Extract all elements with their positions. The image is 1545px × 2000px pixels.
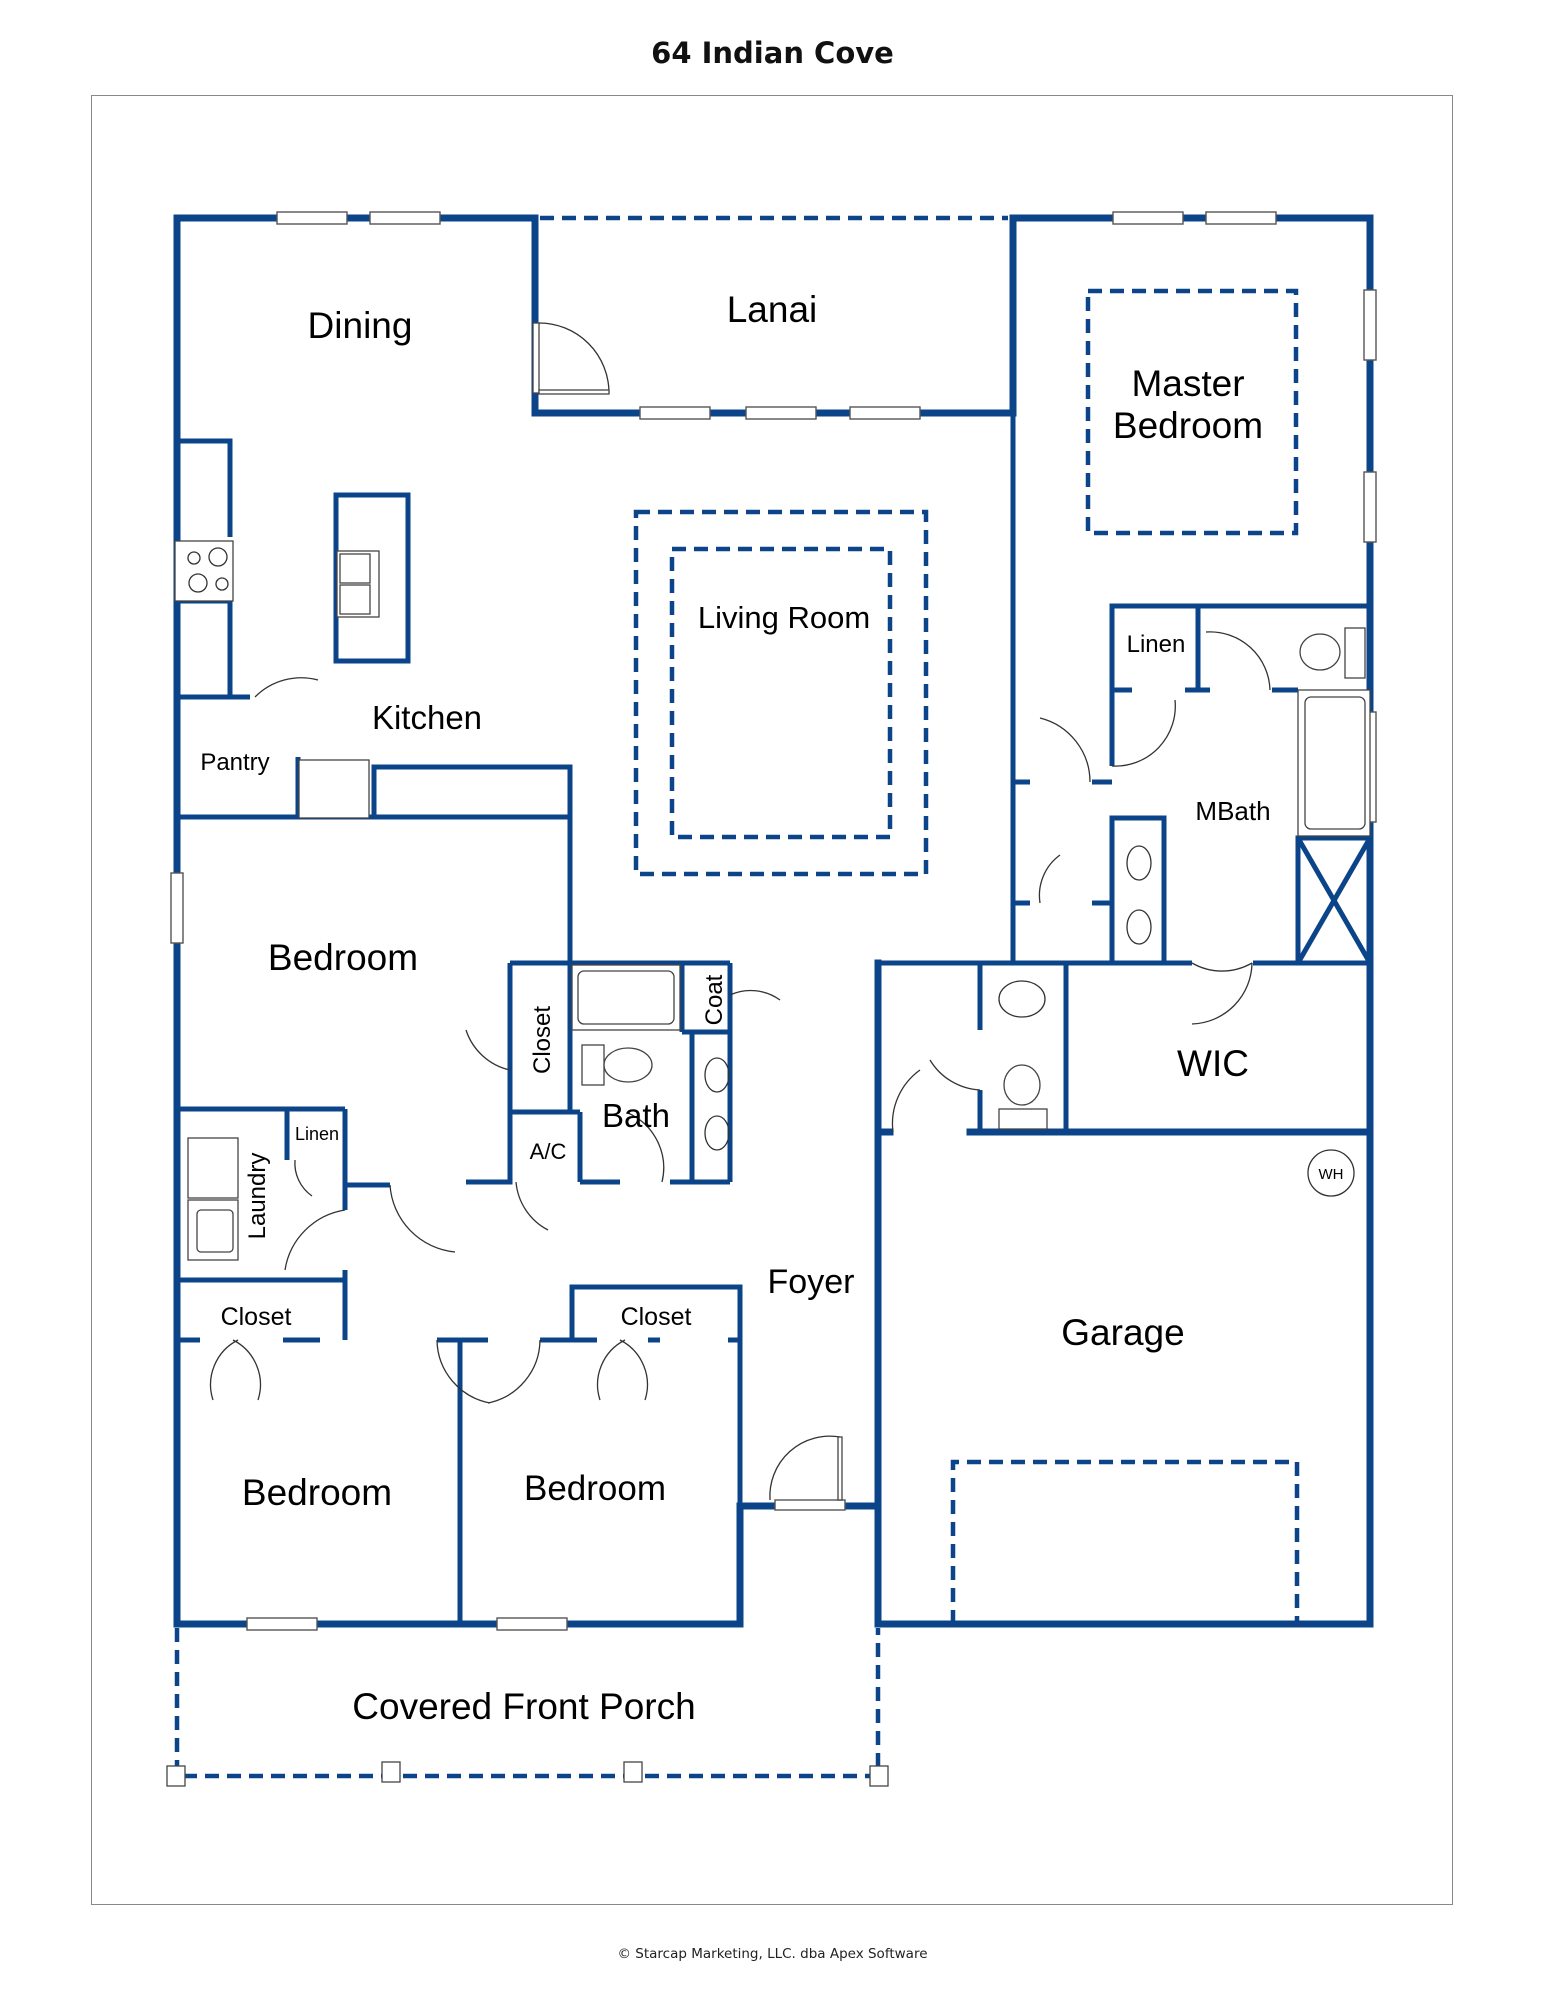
room-label-linen-master: Linen — [1127, 631, 1186, 658]
room-label-master-line1: Master — [1131, 363, 1244, 404]
garage-door-outline — [950, 1459, 1300, 1624]
windows — [170, 211, 1377, 1631]
drawing-frame — [91, 95, 1453, 1905]
porch-posts — [166, 1761, 889, 1787]
room-label-bedroom-s: Bedroom — [524, 1469, 666, 1508]
porch-outline — [174, 1628, 881, 1779]
room-label-foyer: Foyer — [768, 1263, 855, 1301]
water-heater-icon: WH — [1307, 1149, 1355, 1197]
room-label-master-line2: Bedroom — [1113, 405, 1263, 446]
washer-dryer-icon — [187, 1137, 239, 1261]
room-label-dining: Dining — [308, 305, 413, 346]
room-label-living-room: Living Room — [698, 600, 870, 635]
room-label-garage: Garage — [1061, 1312, 1184, 1353]
tub-icon-hall-bath — [571, 964, 681, 1031]
room-label-ac: A/C — [530, 1139, 567, 1164]
room-label-bath: Bath — [602, 1097, 670, 1134]
room-label-lanai: Lanai — [727, 289, 818, 330]
half-bath-fixtures — [998, 980, 1048, 1130]
vanity-sinks-hall-bath — [704, 1057, 730, 1151]
room-label-closet-s: Closet — [621, 1303, 692, 1331]
kitchen-sink-icon — [336, 550, 380, 618]
copyright-footer: © Starcap Marketing, LLC. dba Apex Softw… — [617, 1946, 928, 1962]
door-swings — [209, 322, 1271, 1501]
room-label-kitchen: Kitchen — [372, 699, 482, 736]
room-label-porch: Covered Front Porch — [352, 1686, 695, 1727]
room-label-bedroom-west: Bedroom — [268, 937, 418, 978]
room-label-coat: Coat — [701, 974, 728, 1025]
toilet-icon-hall-bath — [581, 1044, 653, 1086]
water-heater-label: WH — [1319, 1166, 1344, 1183]
tub-icon-master-bath — [1297, 689, 1371, 837]
cooktop-icon — [174, 540, 234, 602]
interior-walls — [177, 413, 1374, 1624]
room-label-wic: WIC — [1177, 1043, 1249, 1084]
vanity-sinks-master-bath — [1126, 845, 1152, 945]
master-tray-ceiling — [1085, 288, 1299, 536]
room-label-closet-sw: Closet — [221, 1303, 292, 1331]
toilet-icon-master-bath — [1299, 627, 1366, 679]
living-room-tray-outer — [633, 509, 929, 877]
room-labels: Dining Lanai Master Bedroom Living Room … — [200, 289, 1270, 1727]
page-title: 64 Indian Cove — [651, 36, 894, 70]
room-label-pantry: Pantry — [200, 749, 269, 776]
living-room-tray-inner — [669, 546, 893, 840]
room-label-mbath: MBath — [1195, 796, 1270, 826]
room-label-bedroom-sw: Bedroom — [242, 1472, 392, 1513]
room-label-closet-west: Closet — [529, 1006, 556, 1074]
room-label-laundry: Laundry — [244, 1153, 271, 1240]
room-label-linen-laundry: Linen — [295, 1124, 339, 1144]
refrigerator-icon — [298, 759, 370, 819]
